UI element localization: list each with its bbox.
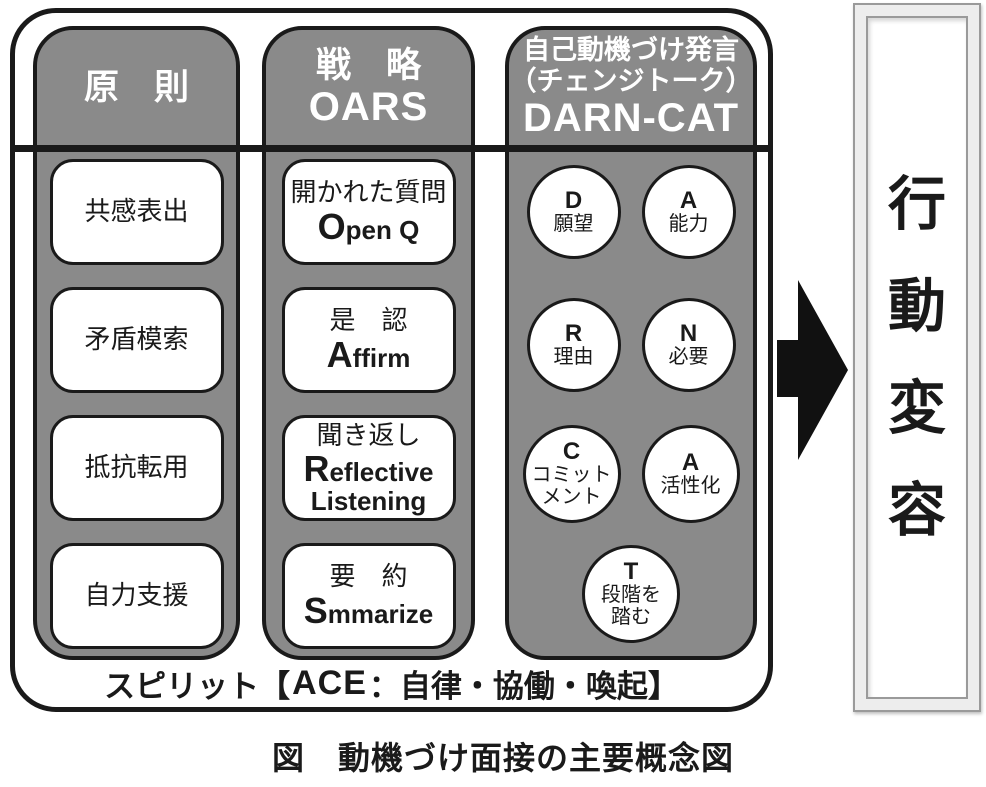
principle-box-empathy: 共感表出 — [49, 159, 224, 265]
strategy-label-en: Reflective — [303, 448, 434, 490]
principle-label: 抵抗転用 — [84, 452, 189, 483]
behavior-change-char: 動 — [887, 273, 946, 339]
change-talk-circle-desire: D 願望 — [526, 165, 621, 259]
change-talk-title-line1: 自己動機づけ発言 — [523, 35, 739, 66]
change-talk-header: 自己動機づけ発言 （チェンジトーク） DARN-CAT — [509, 30, 753, 146]
figure-caption: 図 動機づけ面接の主要概念図 — [272, 740, 735, 776]
behavior-change-inner: 行 動 変 容 — [866, 16, 968, 699]
strategy-box-open-question: 開かれた質問 Open Q — [281, 159, 456, 265]
principle-box-self-efficacy: 自力支援 — [49, 543, 224, 649]
strategy-title-jp: 戦 略 — [315, 46, 421, 85]
strategy-label-en2: Listening — [310, 486, 427, 517]
behavior-change-box: 行 動 変 容 — [853, 3, 981, 712]
principles-body: 共感表出 矛盾模索 抵抗転用 自力支援 — [37, 156, 236, 652]
change-talk-circle-taking-steps: T 段階を 踏む — [582, 545, 680, 643]
spirit-acronym: ACE — [292, 664, 367, 702]
strategy-title-en: OARS — [308, 85, 429, 130]
behavior-change-char: 行 — [887, 171, 946, 237]
strategy-label-jp: 是 認 — [329, 305, 408, 336]
strategy-label-jp: 聞き返し — [316, 419, 421, 450]
circle-row: T 段階を 踏む — [582, 545, 680, 643]
change-talk-circle-activation: A 活性化 — [641, 425, 740, 523]
strategy-label-jp: 要 約 — [329, 561, 408, 592]
strategy-header: 戦 略 OARS — [266, 30, 471, 146]
change-talk-title-en: DARN-CAT — [522, 95, 740, 140]
principle-box-discrepancy: 矛盾模索 — [49, 287, 224, 393]
change-talk-title-line2: （チェンジトーク） — [509, 65, 753, 96]
circle-row: R 理由 N 必要 — [526, 298, 736, 392]
strategy-box-affirm: 是 認 Affirm — [281, 287, 456, 393]
strategy-label-en: Smmarize — [303, 590, 434, 632]
strategy-box-reflective-listening: 聞き返し Reflective Listening — [281, 415, 456, 521]
behavior-change-char: 変 — [887, 375, 946, 441]
change-talk-circle-reason: R 理由 — [526, 298, 621, 392]
change-talk-body: D 願望 A 能力 R 理由 N 必要 — [509, 156, 753, 652]
principle-box-roll-with-resistance: 抵抗転用 — [49, 415, 224, 521]
principles-title: 原 則 — [83, 68, 189, 108]
header-separator-line — [15, 145, 768, 152]
principle-label: 矛盾模索 — [84, 324, 189, 355]
principles-header: 原 則 — [37, 30, 236, 146]
principle-label: 共感表出 — [84, 196, 189, 227]
right-arrow-icon — [777, 280, 848, 460]
spirit-suffix: ：自律・協働・喚起】 — [368, 669, 679, 704]
change-talk-circle-ability: A 能力 — [641, 165, 736, 259]
change-talk-column: 自己動機づけ発言 （チェンジトーク） DARN-CAT D 願望 A 能力 — [505, 26, 757, 660]
strategy-label-jp: 開かれた質問 — [290, 177, 447, 208]
mi-framework-panel: 原 則 共感表出 矛盾模索 抵抗転用 自力支援 戦 略 — [10, 8, 773, 712]
strategy-label-en: Affirm — [326, 334, 411, 376]
behavior-change-char: 容 — [887, 477, 946, 543]
strategy-column: 戦 略 OARS 開かれた質問 Open Q 是 認 Affirm 聞き返し R… — [262, 26, 475, 660]
principles-column: 原 則 共感表出 矛盾模索 抵抗転用 自力支援 — [33, 26, 240, 660]
strategy-body: 開かれた質問 Open Q 是 認 Affirm 聞き返し Reflective… — [266, 156, 471, 652]
change-talk-circle-commitment: C コミット メント — [522, 425, 621, 523]
circle-row: C コミット メント A 活性化 — [522, 425, 740, 523]
spirit-footer: スピリット【ACE：自律・協働・喚起】 — [15, 660, 768, 707]
change-talk-circle-need: N 必要 — [641, 298, 736, 392]
strategy-box-summarize: 要 約 Smmarize — [281, 543, 456, 649]
strategy-label-en: Open Q — [317, 206, 420, 248]
principle-label: 自力支援 — [84, 580, 189, 611]
circle-row: D 願望 A 能力 — [526, 165, 736, 259]
spirit-prefix: スピリット【 — [104, 669, 291, 704]
